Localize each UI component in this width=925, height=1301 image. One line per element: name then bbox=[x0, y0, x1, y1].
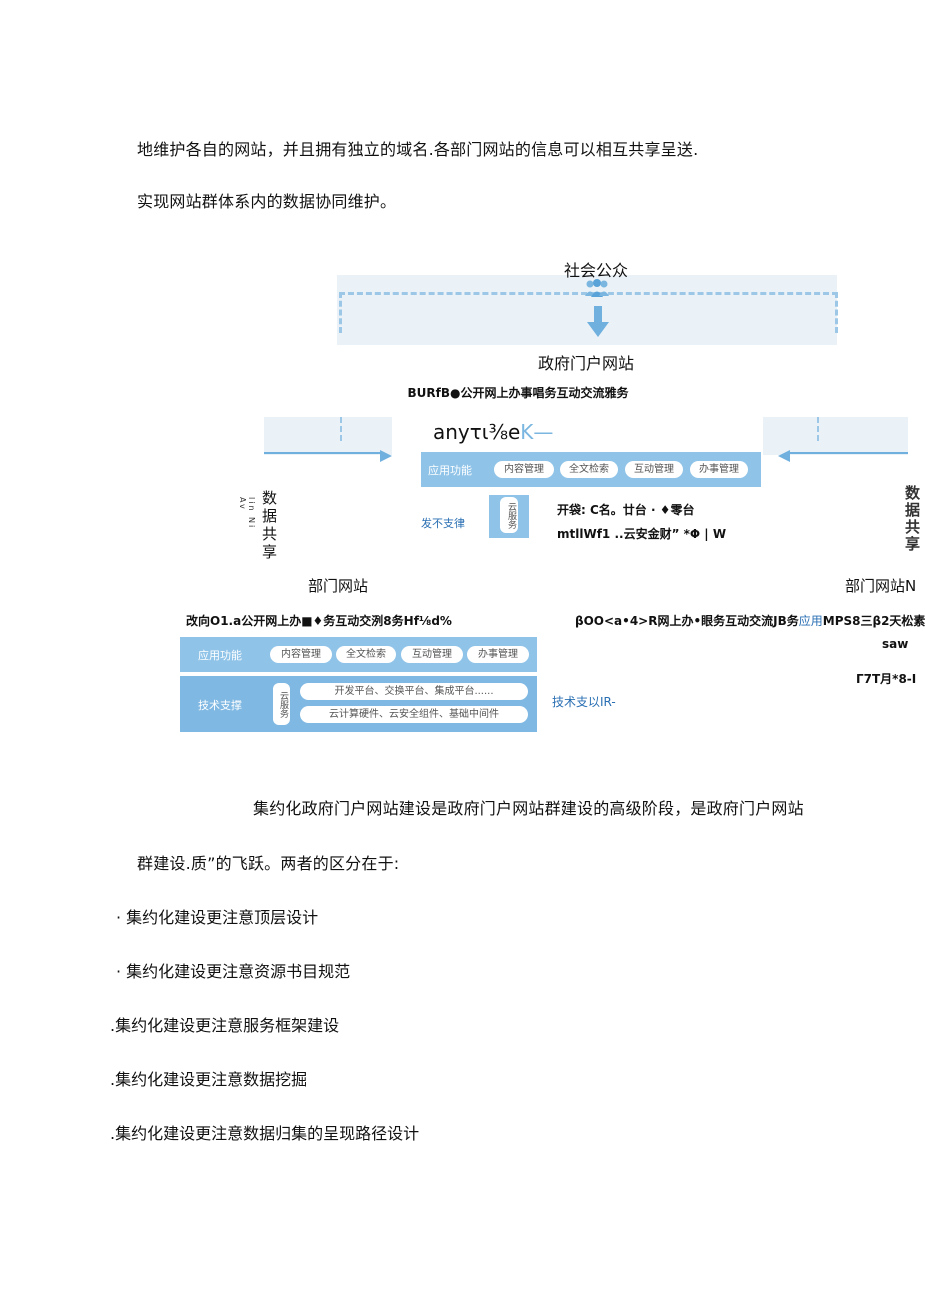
dept-tech-row1: 开发平台、交换平台、集成平台...... bbox=[300, 683, 528, 700]
garbled-title-main: anyτι⅜e bbox=[433, 420, 521, 444]
left-share-label: 数据共享 bbox=[262, 489, 278, 561]
dept-right-services: βOO<a•4>R网上办•眼务互动交流JB务应用MPS8三β2天松素 bbox=[575, 612, 925, 629]
paragraph-3: 集约化政府门户网站建设是政府门户网站群建设的高级阶段，是政府门户网站 bbox=[253, 799, 804, 818]
right-share-label: 数据共享 bbox=[905, 484, 921, 553]
bullet-4: .集约化建设更注意数据挖掘 bbox=[110, 1070, 308, 1089]
portal-cloud-label: 云服务 bbox=[500, 497, 518, 533]
dept-right-services-a: βOO<a•4>R网上办•眼务互动交流JB务 bbox=[575, 614, 799, 628]
left-share-small: lin Ni Av bbox=[238, 497, 256, 530]
portal-support-label: 发不支律 bbox=[421, 517, 465, 530]
left-share-band bbox=[264, 417, 392, 455]
tech-side-right: 技术支以IR- bbox=[552, 695, 616, 709]
portal-pill-content: 内容管理 bbox=[494, 461, 554, 478]
dept-left-services: 改向O1.a公开网上办■♦务互动交洌8务Hf⅛d% bbox=[186, 614, 452, 628]
people-icon bbox=[582, 278, 612, 298]
portal-pill-affairs: 办事管理 bbox=[690, 461, 748, 478]
dept-right-services-b: 应用 bbox=[798, 614, 823, 628]
right-arrow-line bbox=[788, 452, 908, 454]
dept-right-services-c: MPS8三β2天松素 bbox=[822, 614, 925, 628]
left-dashed-line bbox=[340, 417, 344, 441]
dept-pill-affairs: 办事管理 bbox=[467, 646, 529, 663]
bullet-3: .集约化建设更注意服务框架建设 bbox=[110, 1016, 340, 1035]
public-label: 社会公众 bbox=[563, 261, 629, 280]
portal-support-line1: 开袋: C名。廿台 · ♦零台 bbox=[557, 503, 695, 517]
public-band bbox=[337, 275, 837, 345]
portal-func-label: 应用功能 bbox=[428, 464, 472, 477]
dept-tech-cloud: 云服务 bbox=[273, 683, 290, 725]
arrow-down-icon bbox=[587, 306, 609, 338]
left-arrow-line bbox=[264, 452, 382, 454]
dept-left-label: 部门网站 bbox=[308, 577, 369, 595]
right-line3: Γ7T月*8-I bbox=[856, 672, 917, 686]
garbled-title: anyτι⅜eK— bbox=[433, 420, 553, 444]
bullet-2: · 集约化建设更注意资源书目规范 bbox=[116, 962, 351, 981]
garbled-title-k: K— bbox=[520, 420, 554, 444]
bullet-5: .集约化建设更注意数据归集的呈现路径设计 bbox=[110, 1124, 420, 1143]
dept-pill-search: 全文检索 bbox=[336, 646, 396, 663]
portal-pill-search: 全文检索 bbox=[560, 461, 618, 478]
dept-pill-interact: 互动管理 bbox=[401, 646, 463, 663]
portal-services: BURfB●公开网上办事唱务互动交流雅务 bbox=[407, 386, 629, 400]
arrow-left-icon bbox=[778, 447, 790, 466]
dept-tech-row2: 云计算硬件、云安全组件、基础中间件 bbox=[300, 706, 528, 723]
dept-right-label: 部门网站N bbox=[845, 577, 917, 595]
arrow-right-icon bbox=[380, 447, 392, 466]
bullet-1: · 集约化建设更注意顶层设计 bbox=[116, 908, 319, 927]
paragraph-1: 地维护各自的网站，并且拥有独立的域名.各部门网站的信息可以相互共享呈送. bbox=[137, 140, 699, 159]
dept-func-label: 应用功能 bbox=[198, 649, 242, 662]
paragraph-4: 群建设.质”的飞跃。两者的区分在于: bbox=[137, 854, 400, 873]
portal-support-line2: mtllWf1 ..云安金财” *Φ | W bbox=[557, 527, 727, 541]
right-share-band bbox=[763, 417, 908, 455]
dept-tech-label: 技术支撑 bbox=[198, 699, 242, 712]
right-share-clip: 数据共享 bbox=[905, 485, 920, 553]
right-dashed-line bbox=[817, 417, 821, 441]
right-saw: saw bbox=[882, 637, 909, 651]
portal-pill-interact: 互动管理 bbox=[625, 461, 683, 478]
dept-pill-content: 内容管理 bbox=[270, 646, 332, 663]
paragraph-2: 实现网站群体系内的数据协同维护。 bbox=[137, 192, 397, 211]
portal-label: 政府门户网站 bbox=[537, 354, 635, 373]
